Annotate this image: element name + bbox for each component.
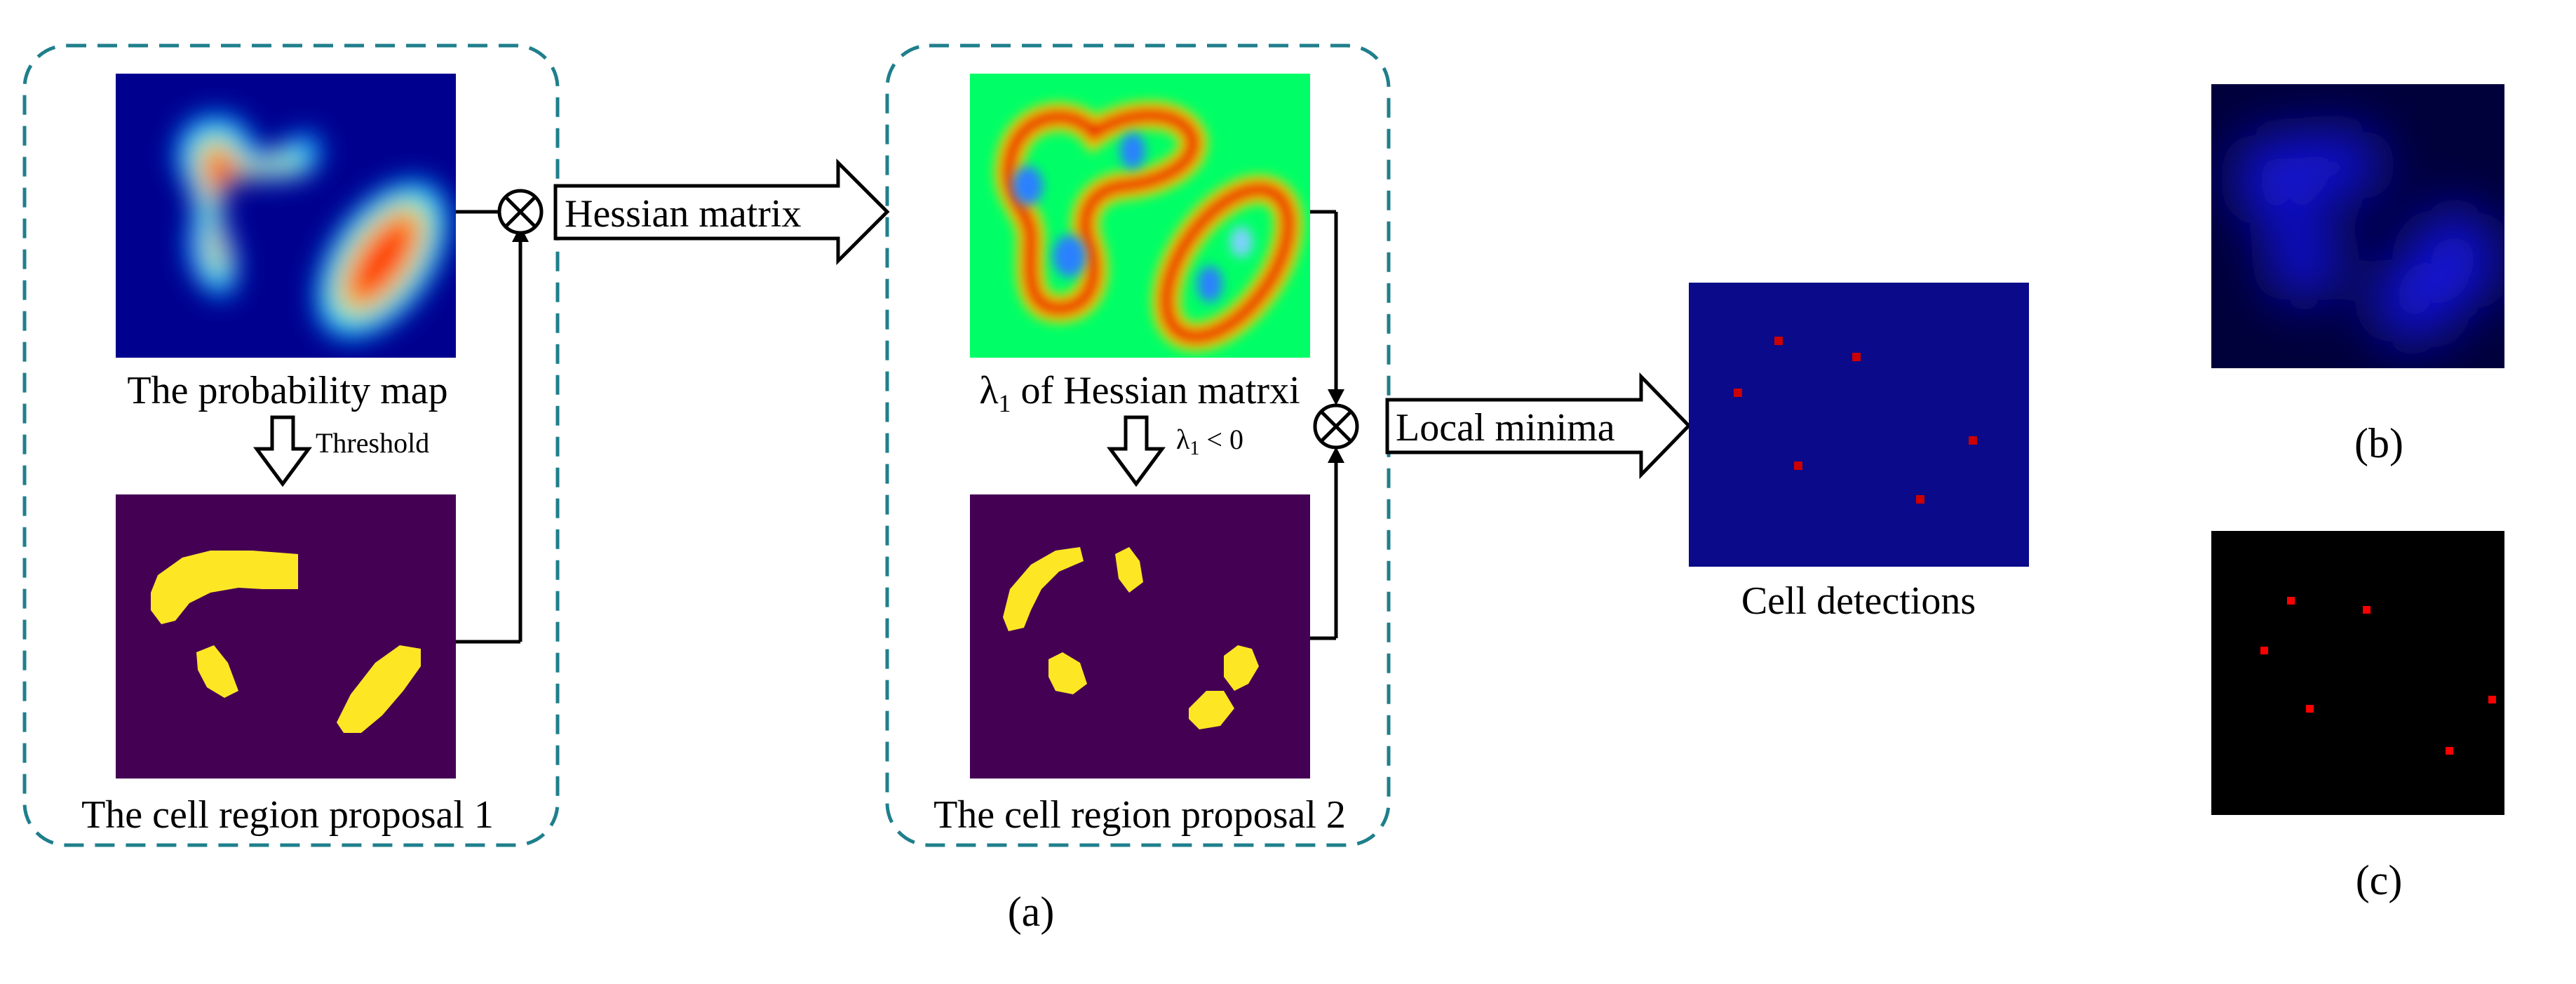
hessian-lambda-label: λ1 of Hessian matrxi bbox=[979, 369, 1300, 417]
region-proposal-2-label: The cell region proposal 2 bbox=[933, 793, 1346, 837]
detection-points bbox=[1734, 337, 1977, 504]
multiply-operator-1 bbox=[456, 189, 544, 644]
region-proposal-1-image bbox=[116, 494, 456, 779]
caption-a: (a) bbox=[1008, 889, 1055, 935]
detection-point bbox=[2287, 597, 2295, 605]
caption-b: (b) bbox=[2354, 420, 2403, 466]
region-proposal-2-image bbox=[970, 494, 1310, 779]
hessian-lambda-image bbox=[970, 74, 1310, 358]
caption-c: (c) bbox=[2356, 857, 2403, 903]
multiply-operator-2 bbox=[1310, 210, 1359, 640]
detection-point bbox=[1794, 461, 1802, 470]
detection-point bbox=[2488, 696, 2496, 703]
threshold-arrow bbox=[253, 415, 312, 487]
cell-detections-label: Cell detections bbox=[1741, 579, 1976, 623]
detection-point bbox=[2306, 705, 2314, 713]
binary-detection-image bbox=[2211, 531, 2504, 815]
threshold-label: Threshold bbox=[316, 427, 429, 459]
detection-point bbox=[1774, 337, 1783, 345]
region-proposal-1-label: The cell region proposal 1 bbox=[81, 793, 494, 837]
hessian-matrix-label: Hessian matrix bbox=[565, 192, 801, 236]
detection-point bbox=[1852, 353, 1861, 361]
local-minima-label: Local minima bbox=[1396, 406, 1615, 450]
local-minima-arrow bbox=[1385, 372, 1692, 480]
cell-detections-image bbox=[1689, 283, 2029, 567]
detection-point bbox=[1734, 389, 1742, 397]
detection-point bbox=[2446, 747, 2453, 755]
detection-point bbox=[1969, 436, 1977, 445]
lambda-condition-arrow bbox=[1107, 415, 1166, 487]
fluorescence-image bbox=[2211, 84, 2504, 368]
binary-detection-points bbox=[2260, 597, 2496, 755]
probability-map-image bbox=[116, 74, 456, 358]
group-1-dashed-border bbox=[22, 43, 560, 847]
lambda-condition-label: λ1 < 0 bbox=[1176, 424, 1243, 459]
detection-point bbox=[1916, 495, 1924, 504]
detection-point bbox=[2363, 606, 2371, 614]
hessian-matrix-arrow bbox=[553, 158, 890, 266]
detection-point bbox=[2260, 647, 2268, 654]
probability-map-label: The probability map bbox=[127, 369, 447, 412]
